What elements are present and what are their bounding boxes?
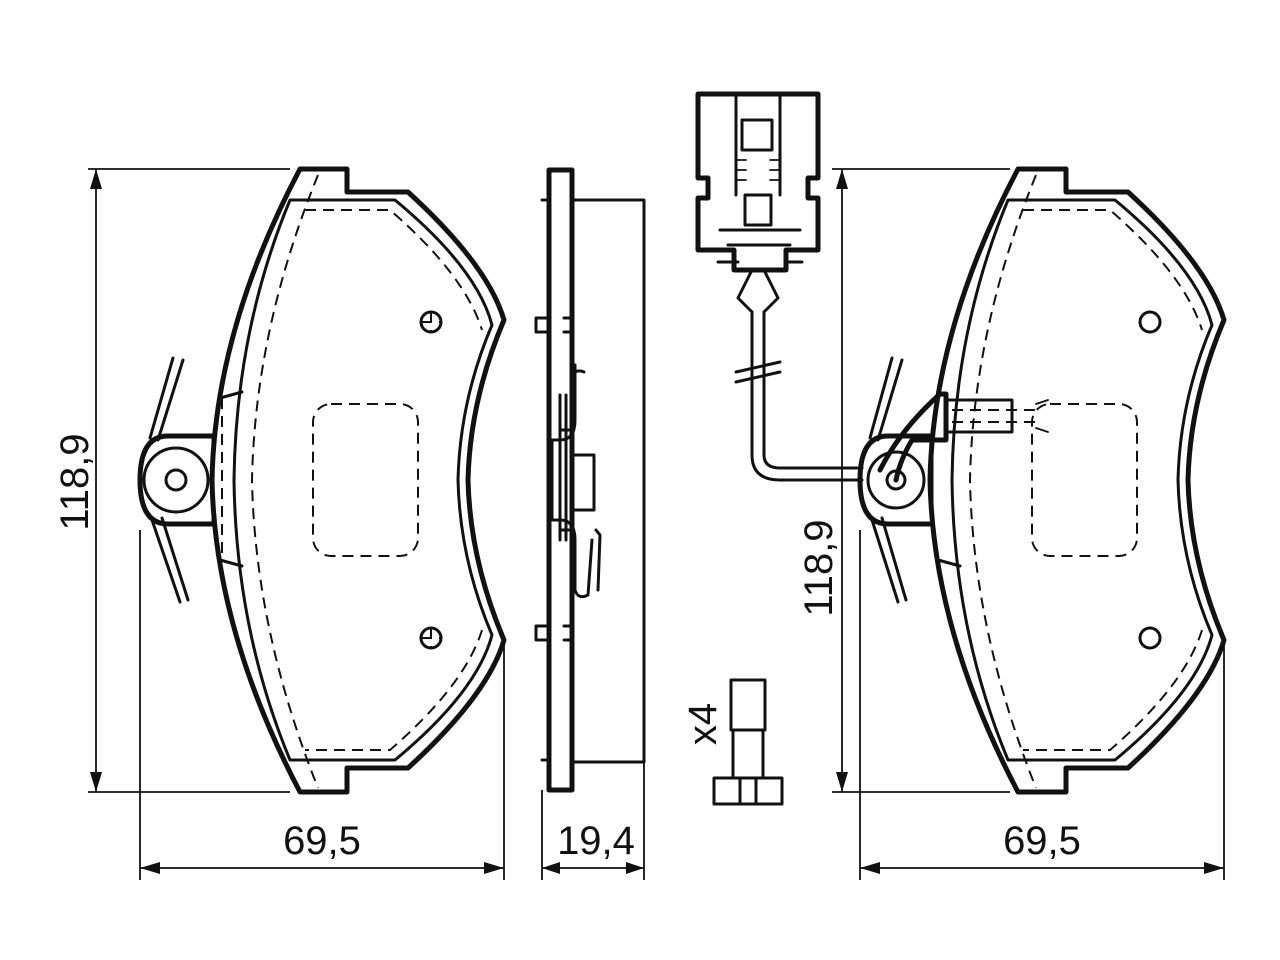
connector-pin-block xyxy=(743,193,773,227)
connector-latch xyxy=(740,118,774,152)
side-view-pin-marks xyxy=(562,316,574,642)
right-width-label: 69,5 xyxy=(1003,819,1081,863)
sensor-wire-outer xyxy=(750,310,864,482)
side-view-plate-lips xyxy=(540,198,551,762)
right-pad-inner-hidden-line xyxy=(968,174,1037,789)
left-pad-friction-outline xyxy=(232,198,494,762)
bolt-knurled-top xyxy=(729,678,767,732)
right-pad-upper-pin-hole xyxy=(1138,310,1162,334)
mounting-bolt: x4 xyxy=(681,678,784,806)
wire-break-marks xyxy=(734,360,782,384)
dimension-left-height: 118,9 xyxy=(53,168,290,793)
side-view-pin-stubs xyxy=(534,316,551,642)
dimension-side-thickness: 19,4 xyxy=(541,762,645,880)
left-pad-spring-clip xyxy=(137,356,244,604)
connector-housing xyxy=(695,91,821,273)
right-height-label: 118,9 xyxy=(797,519,841,616)
left-height-label: 118,9 xyxy=(53,433,97,530)
left-pad-inner-hidden-line xyxy=(250,174,319,789)
wear-sensor-connector xyxy=(695,91,821,314)
left-pad-center-recess xyxy=(312,403,419,557)
bolt-quantity-label: x4 xyxy=(681,703,725,745)
right-pad-center-recess xyxy=(1031,403,1138,557)
dimension-right-width: 69,5 xyxy=(859,530,1225,880)
left-pad-upper-hole-centerline xyxy=(421,312,441,332)
right-pad-wear-sensor xyxy=(877,391,1049,483)
side-view-backing-plate xyxy=(546,167,575,793)
connector-rails xyxy=(734,92,782,197)
right-pad-lower-pin-hole xyxy=(1138,626,1162,650)
side-view-friction-material xyxy=(570,198,646,764)
left-pad-edge-hidden-line xyxy=(305,209,483,751)
sensor-wire xyxy=(734,310,864,482)
bolt-shank xyxy=(731,728,765,780)
side-thickness-label: 19,4 xyxy=(557,819,635,863)
side-view-pad xyxy=(534,167,646,793)
right-brake-pad xyxy=(857,166,1227,795)
right-pad-friction-outline xyxy=(950,198,1214,762)
side-view-spring-clip xyxy=(550,363,602,599)
dimension-left-width: 69,5 xyxy=(139,530,505,880)
connector-wire-fork xyxy=(736,268,780,314)
right-pad-edge-hidden-line xyxy=(1023,209,1203,751)
left-pad-lower-hole-centerline xyxy=(421,628,441,648)
connector-ribs xyxy=(735,159,781,181)
connector-base-lines xyxy=(716,228,804,264)
dimension-right-height: 118,9 xyxy=(797,168,1010,793)
left-pad-backing-plate-outline xyxy=(209,166,507,795)
left-width-label: 69,5 xyxy=(283,819,361,863)
sensor-wire-inner xyxy=(762,310,864,470)
left-brake-pad xyxy=(137,166,507,795)
bolt-hex-head xyxy=(712,776,784,806)
